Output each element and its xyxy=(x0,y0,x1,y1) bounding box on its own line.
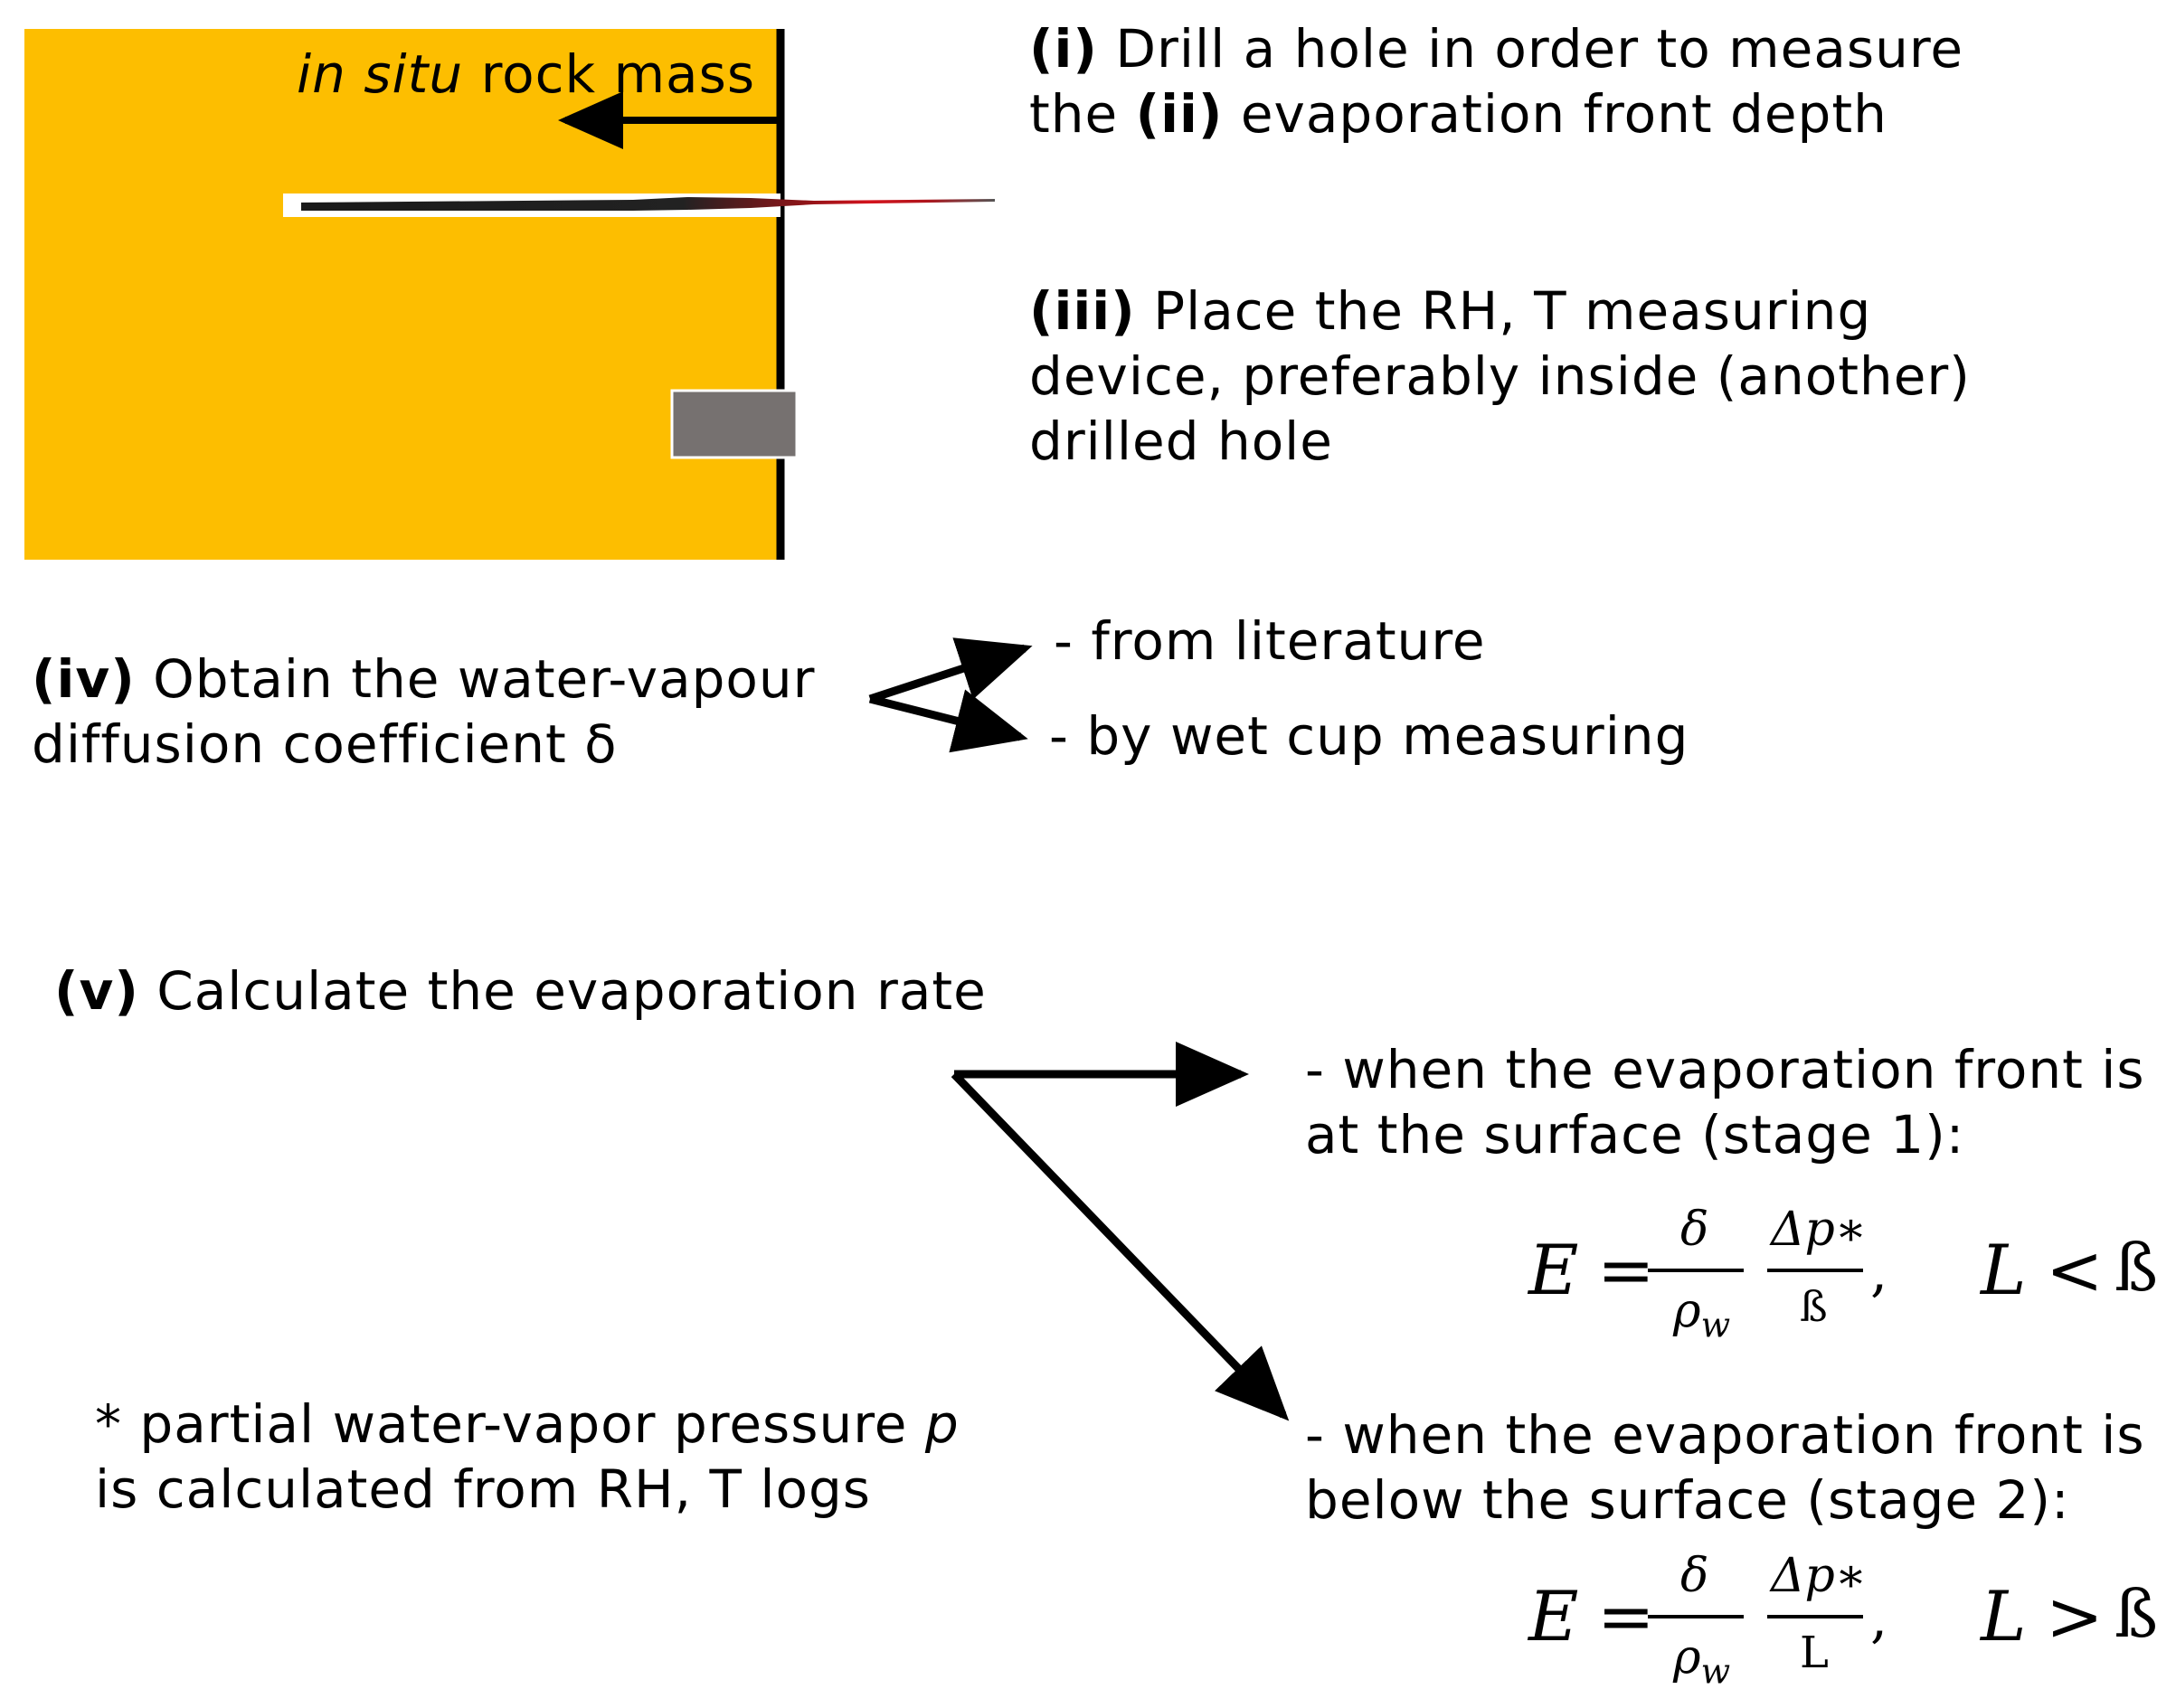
rock-mass-label: in situ rock mass xyxy=(297,42,755,107)
step-iv-text-1: Obtain the water-vapour xyxy=(135,648,816,710)
step-iv-number: (iv) xyxy=(32,648,136,710)
eq2-comma: , xyxy=(1870,1587,1888,1650)
eq1-den: ß xyxy=(1800,1282,1828,1331)
step-v-number: (v) xyxy=(54,960,139,1022)
eq1-cond-op: < xyxy=(2046,1230,2104,1310)
eq2-rho: ρ xyxy=(1673,1630,1701,1684)
step-iii-line2: device, preferably inside (another) xyxy=(1029,345,1971,407)
eq1-equals: = xyxy=(1597,1230,1655,1310)
rock-mass-block xyxy=(24,29,781,560)
step-iii-line1: (iii) Place the RH, T measuring xyxy=(1029,278,1871,344)
step-i-number: (i) xyxy=(1029,18,1098,80)
eq1-rho: ρ xyxy=(1673,1284,1701,1338)
rock-label-rest: rock mass xyxy=(463,43,756,105)
stage1-line1: - when the evaporation front is xyxy=(1305,1039,2145,1100)
rock-label-italic: in situ xyxy=(297,43,464,105)
step-i-line2: the (ii) evaporation front depth xyxy=(1029,81,1887,146)
stage2-line2: below the surface (stage 2): xyxy=(1305,1469,2070,1531)
option-from-literature: - from literature xyxy=(1054,610,1486,672)
arrow-wet-cup xyxy=(868,689,1028,753)
arrow-from-literature xyxy=(868,637,1033,703)
step-iii-text-1: Place the RH, T measuring xyxy=(1135,280,1872,342)
eq1-lhs: E xyxy=(1528,1230,1579,1310)
option-wet-cup: - by wet cup measuring xyxy=(1049,705,1689,767)
footnote-p-symbol: p xyxy=(924,1393,960,1455)
eq1-num-delta: δ xyxy=(1680,1203,1709,1257)
stage1-line2: at the surface (stage 1): xyxy=(1305,1104,1965,1165)
step-v-line: (v) Calculate the evaporation rate xyxy=(54,958,987,1024)
eq2-num-delta: δ xyxy=(1680,1549,1709,1603)
arrow-stage2 xyxy=(951,1071,1290,1421)
step-i-text: Drill a hole in order to measure xyxy=(1097,18,1964,80)
stage2-line1: - when the evaporation front is xyxy=(1305,1404,2145,1466)
step-iv-line1: (iv) Obtain the water-vapour xyxy=(32,646,816,712)
step-iii-number: (iii) xyxy=(1029,280,1136,342)
step-i-text-cont: the xyxy=(1029,83,1136,145)
step-ii-number: (ii) xyxy=(1135,83,1224,145)
drill-core-wet-zone xyxy=(301,197,995,211)
eq2-rho-sub: w xyxy=(1700,1651,1731,1692)
eq2-equals: = xyxy=(1597,1576,1655,1656)
step-iii-line3: drilled hole xyxy=(1029,410,1333,472)
eq1-den-rho: ρw xyxy=(1673,1284,1730,1345)
rh-t-measuring-device xyxy=(670,389,799,459)
eq2-cond-var: L xyxy=(1981,1576,2027,1656)
eq2-lhs: E xyxy=(1528,1576,1579,1656)
eq1-cond-var: L xyxy=(1981,1230,2027,1310)
eq1-cond-val: ß xyxy=(2115,1230,2159,1306)
footnote-line1: * partial water-vapor pressure p xyxy=(95,1392,960,1457)
step-i-line1: (i) Drill a hole in order to measure xyxy=(1029,16,1963,81)
eq1-num-dp: Δp∗ xyxy=(1771,1203,1868,1257)
eq2-den-rho: ρw xyxy=(1673,1630,1730,1691)
eq2-cond-val: ß xyxy=(2115,1576,2159,1652)
step-iv-line2: diffusion coefficient δ xyxy=(32,713,618,775)
footnote-line2: is calculated from RH, T logs xyxy=(95,1458,871,1520)
step-v-text: Calculate the evaporation rate xyxy=(138,960,987,1022)
step-ii-text: evaporation front depth xyxy=(1223,83,1887,145)
eq1-comma: , xyxy=(1870,1241,1888,1304)
eq2-den: L xyxy=(1800,1628,1829,1678)
eq1-rho-sub: w xyxy=(1700,1305,1731,1345)
footnote-text: * partial water-vapor pressure xyxy=(95,1393,925,1455)
eq2-num-dp: Δp∗ xyxy=(1771,1549,1868,1603)
eq2-cond-op: > xyxy=(2046,1576,2104,1656)
